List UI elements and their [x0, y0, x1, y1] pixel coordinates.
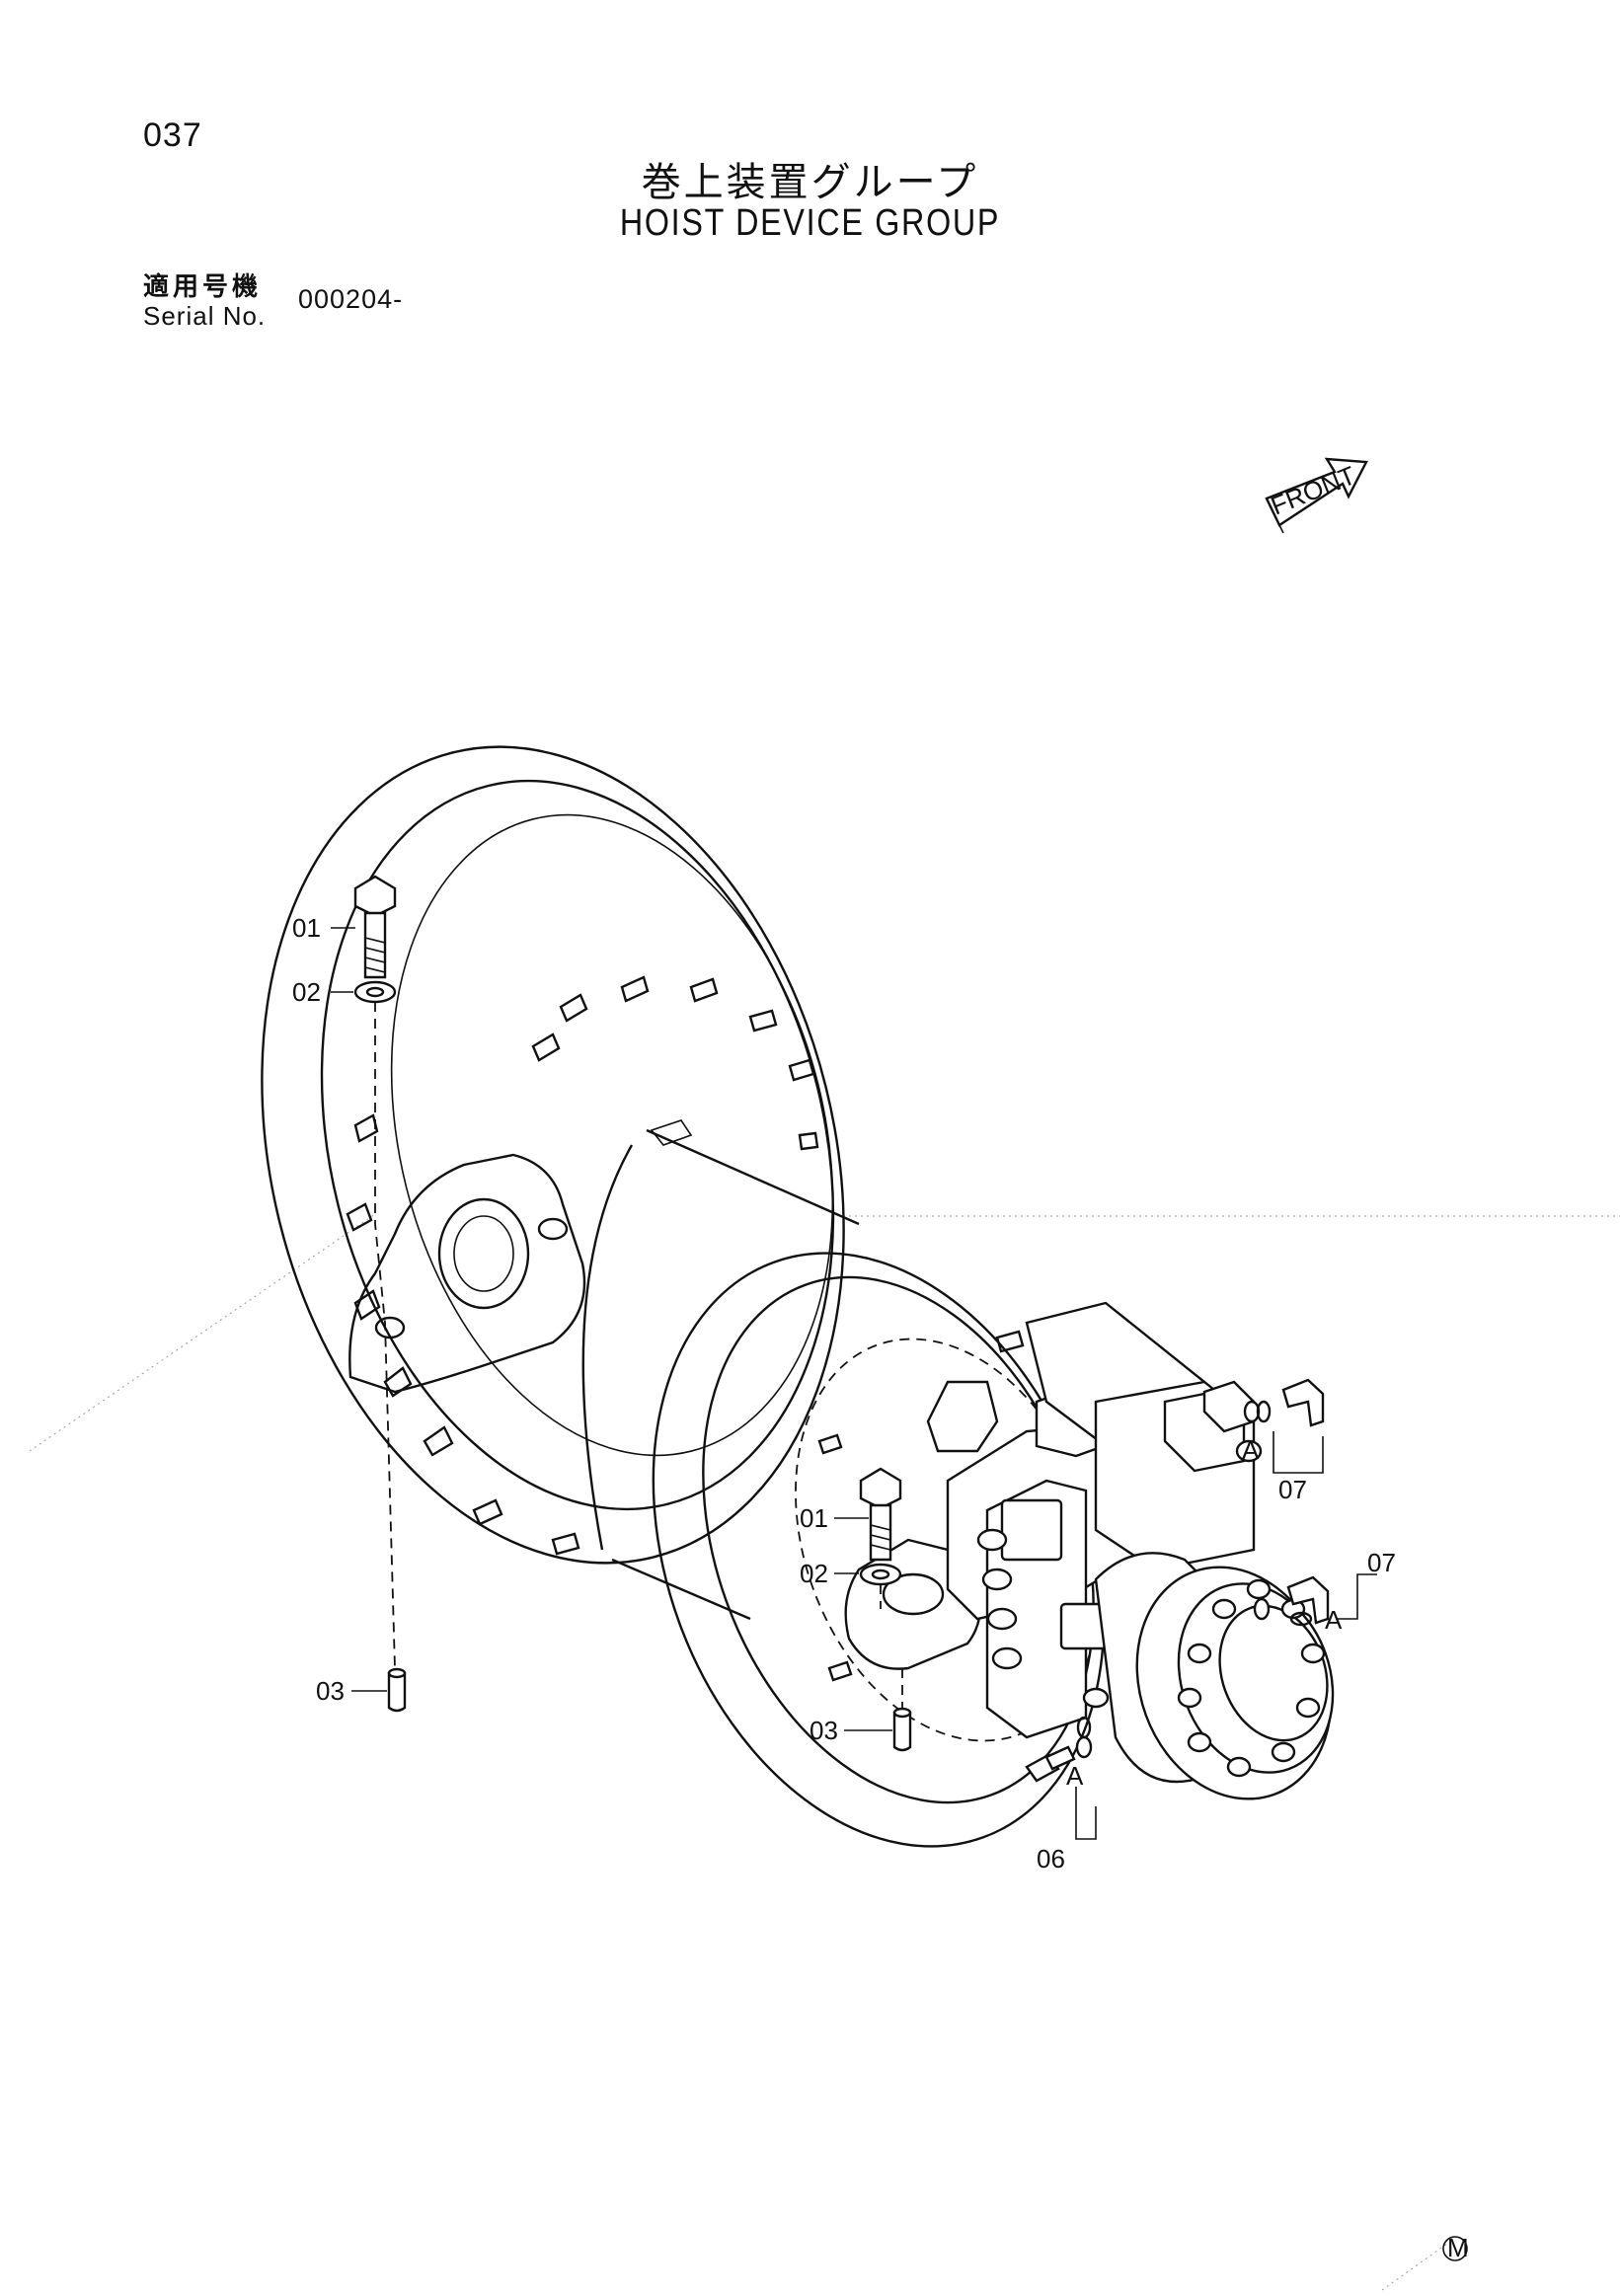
planetary-gear-housing — [1135, 1566, 1335, 1800]
page-title-japanese: 巻上装置グループ — [641, 161, 979, 204]
callout-01-right: 01 — [800, 1503, 828, 1533]
left-bearing-bracket — [348, 1153, 586, 1394]
serial-number-value: 000204- — [298, 284, 404, 314]
corner-circle-mark — [1442, 2236, 1468, 2261]
elbow-fitting-part-07-lower — [1253, 1575, 1330, 1625]
elbow-fitting-part-07-upper — [1243, 1378, 1325, 1427]
o-ring — [1289, 1611, 1313, 1627]
bolt-part-01-right — [859, 1467, 902, 1562]
callout-07-upper: 07 — [1278, 1475, 1307, 1504]
callout-01-left: 01 — [292, 913, 321, 943]
pin-part-03-left — [387, 1667, 407, 1713]
bolt-part-01-left — [353, 875, 397, 979]
reference-marker-a: A — [1325, 1605, 1343, 1635]
callout-03-right: 03 — [810, 1716, 838, 1745]
o-ring — [1076, 1716, 1092, 1739]
page-title: HOIST DEVICE GROUP — [619, 202, 1001, 244]
assembly-guide-line — [880, 1584, 903, 1708]
o-ring — [1256, 1400, 1272, 1423]
hydraulic-motor-assembly — [946, 1301, 1264, 1784]
front-label: FRONT — [1267, 460, 1359, 520]
reference-marker-a: A — [1242, 1435, 1260, 1465]
front-direction-arrow: FRONT — [1265, 457, 1368, 534]
callout-07-lower: 07 — [1367, 1548, 1396, 1577]
hoist-drum-barrel — [581, 1119, 860, 1621]
corner-mark-letter: M — [1447, 2233, 1469, 2262]
callout-06: 06 — [1037, 1844, 1065, 1874]
callout-02-right: 02 — [800, 1559, 828, 1588]
fitting-part-06 — [1025, 1735, 1093, 1783]
scan-artifact-line — [1381, 2240, 1452, 2291]
callout-03-left: 03 — [316, 1676, 345, 1706]
callout-leaders — [331, 927, 1377, 1840]
assembly-guide-line — [374, 1002, 396, 1669]
washer-part-02-right — [859, 1563, 902, 1586]
callout-02-left: 02 — [292, 977, 321, 1007]
scan-artifact-line — [29, 1213, 376, 1452]
drum-left-flange — [261, 745, 845, 1565]
pin-part-03-right — [892, 1707, 912, 1752]
serial-label-japanese: 適用号機 — [143, 271, 263, 301]
washer-part-02-left — [353, 980, 397, 1004]
page-number: 037 — [143, 116, 202, 154]
reference-marker-a: A — [1066, 1761, 1084, 1791]
serial-label: Serial No. — [143, 301, 267, 331]
